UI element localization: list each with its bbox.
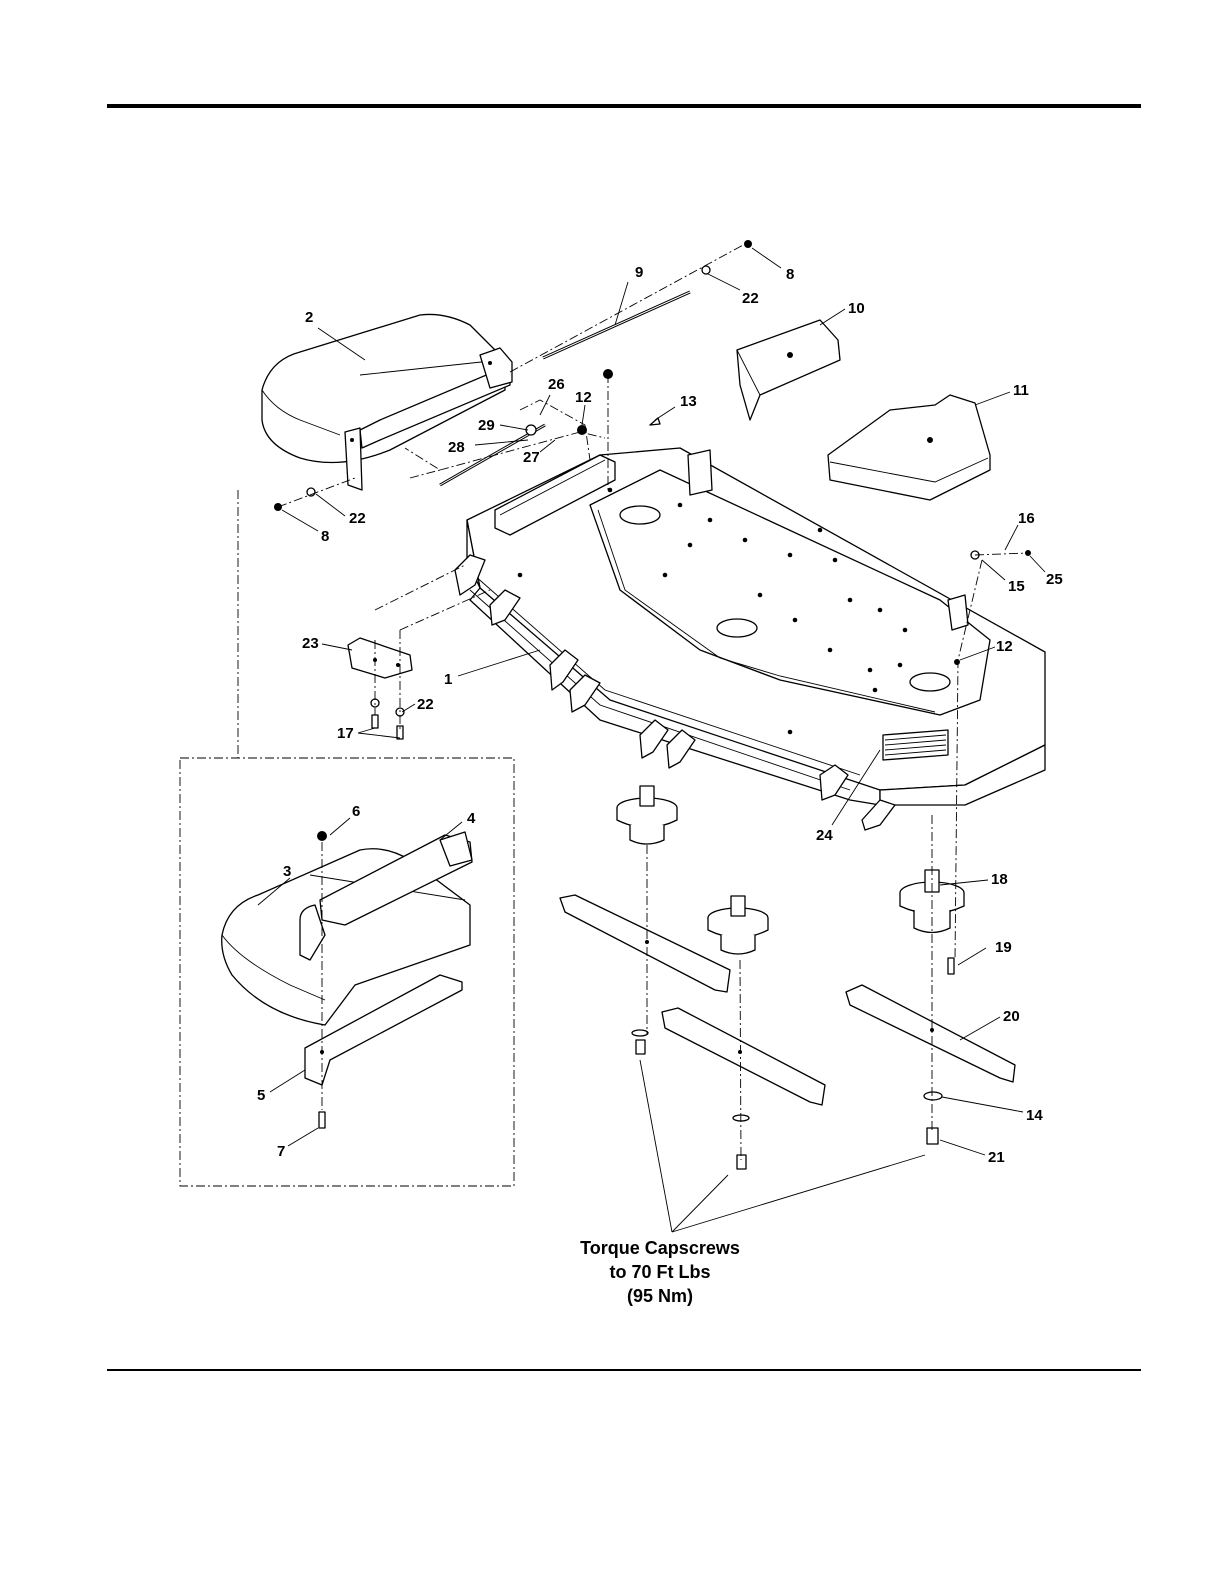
callout-18: 18 <box>991 871 1008 888</box>
callout-16: 16 <box>1018 510 1035 527</box>
callout-28: 28 <box>448 439 465 456</box>
rod-9 <box>543 292 690 358</box>
bracket-23 <box>348 638 412 678</box>
callout-6: 6 <box>352 803 360 820</box>
callout-8-top: 8 <box>786 266 794 283</box>
callout-24: 24 <box>816 827 833 844</box>
callout-22-left: 22 <box>349 510 366 527</box>
callout-29: 29 <box>478 417 495 434</box>
callout-27: 27 <box>523 449 540 466</box>
blade-left <box>560 895 730 992</box>
callout-14: 14 <box>1026 1107 1043 1124</box>
callout-12-top: 12 <box>575 389 592 406</box>
torque-note-line1: Torque Capscrews <box>560 1236 760 1260</box>
callout-9: 9 <box>635 264 643 281</box>
callout-11: 11 <box>1013 382 1029 399</box>
callout-12-right: 12 <box>996 638 1013 655</box>
callout-15: 15 <box>1008 578 1025 595</box>
torque-note-line3: (95 Nm) <box>560 1284 760 1308</box>
callout-20: 20 <box>1003 1008 1020 1025</box>
callout-1: 1 <box>444 671 452 688</box>
callout-25: 25 <box>1046 571 1063 588</box>
callout-3: 3 <box>283 863 291 880</box>
callout-19: 19 <box>995 939 1012 956</box>
callout-22-top: 22 <box>742 290 759 307</box>
callout-23: 23 <box>302 635 319 652</box>
callout-22-lower: 22 <box>417 696 434 713</box>
torque-note-line2: to 70 Ft Lbs <box>560 1260 760 1284</box>
callout-4: 4 <box>467 810 476 827</box>
callout-2: 2 <box>305 309 313 326</box>
callout-10: 10 <box>848 300 865 317</box>
callout-7: 7 <box>277 1143 285 1160</box>
blade-middle <box>662 1008 825 1105</box>
callout-13: 13 <box>680 393 697 410</box>
deck-decal-grille <box>883 730 948 760</box>
blade-right-20 <box>846 985 1015 1082</box>
shield-10 <box>737 320 840 420</box>
spindle-middle <box>708 896 768 954</box>
capscrews <box>632 958 954 1169</box>
callout-8-left: 8 <box>321 528 329 545</box>
callout-17: 17 <box>337 725 354 742</box>
inset-detail <box>180 758 514 1186</box>
callout-26: 26 <box>548 376 565 393</box>
spindle-left <box>617 786 677 844</box>
callout-21: 21 <box>988 1149 1005 1166</box>
torque-note: Torque Capscrews to 70 Ft Lbs (95 Nm) <box>560 1236 760 1308</box>
callout-5: 5 <box>257 1087 265 1104</box>
shield-11 <box>828 395 990 500</box>
